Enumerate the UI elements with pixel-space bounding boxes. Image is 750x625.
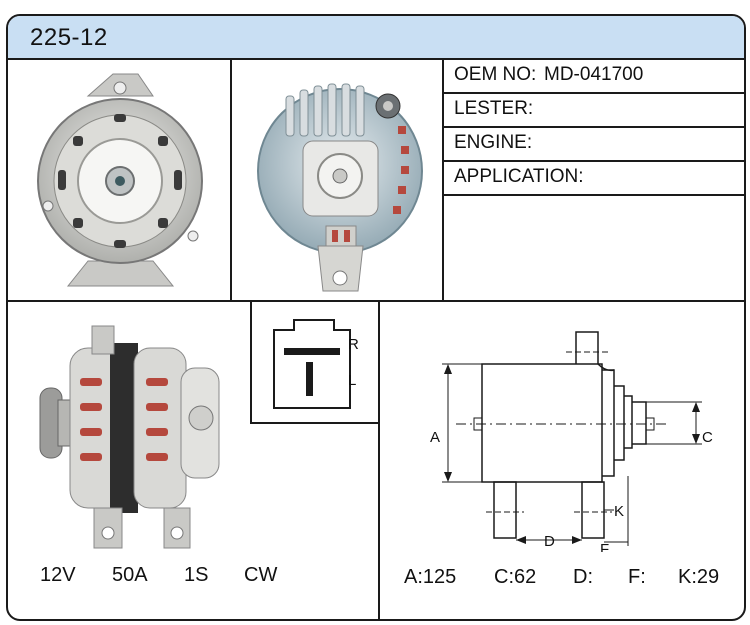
dimension-a-value: A:125: [404, 566, 457, 588]
spec-row-lester: LESTER:: [444, 92, 744, 128]
product-spec-sheet: 225-12 OEM NO: MD-041700 LESTER: ENGINE:…: [6, 14, 746, 621]
divider-middle: [8, 300, 744, 302]
alternator-front-photo: [37, 73, 203, 287]
spec-row-oem: OEM NO: MD-041700: [444, 58, 744, 94]
dim-label-c: C: [702, 429, 713, 446]
alternator-side-photo: [39, 325, 220, 549]
spec-row-application: APPLICATION:: [444, 160, 744, 196]
lester-label: LESTER:: [454, 98, 534, 119]
header-bar: 225-12: [8, 16, 744, 60]
alternator-rear-photo: [257, 83, 423, 292]
rotation-value: CW: [244, 564, 278, 586]
application-label: APPLICATION:: [454, 166, 584, 187]
dim-label-a: A: [430, 429, 440, 446]
connector-plug-diagram: [273, 319, 351, 409]
dimension-c-value: C:62: [494, 566, 537, 588]
dim-label-f: F: [600, 541, 609, 552]
terminal-r-label: R: [348, 336, 359, 353]
engine-label: ENGINE:: [454, 132, 533, 153]
divider-top-2: [442, 58, 444, 300]
dimension-d-value: D:: [573, 566, 593, 588]
divider-bottom: [378, 300, 380, 619]
spec-row-engine: ENGINE:: [444, 126, 744, 162]
divider-top-1: [230, 58, 232, 300]
connector-box-left: [250, 300, 252, 424]
dim-label-d: D: [544, 533, 555, 550]
pulley-value: 1S: [184, 564, 209, 586]
dimension-k-value: K:29: [678, 566, 720, 588]
terminal-l-label: L: [348, 372, 357, 389]
part-number-title: 225-12: [30, 24, 108, 51]
amperage-value: 50A: [112, 564, 148, 586]
connector-box-bottom: [250, 422, 380, 424]
oem-label: OEM NO:: [454, 64, 537, 85]
voltage-value: 12V: [40, 564, 76, 586]
dimension-drawing: A C D K F: [430, 331, 713, 552]
oem-value: MD-041700: [544, 64, 644, 85]
dimension-f-value: F:: [628, 566, 646, 588]
dim-label-k: K: [614, 503, 624, 520]
